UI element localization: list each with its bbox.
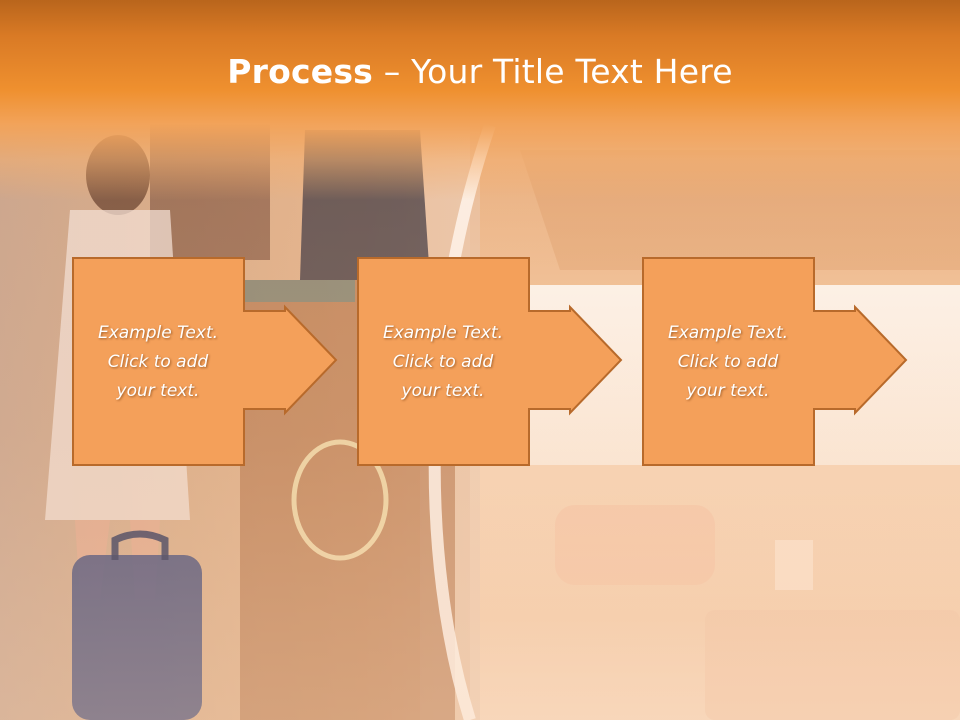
- step-text[interactable]: Example Text. Click to add your text.: [72, 319, 244, 406]
- step-line: your text.: [116, 381, 200, 401]
- step-text[interactable]: Example Text. Click to add your text.: [357, 319, 529, 406]
- step-line: your text.: [686, 381, 770, 401]
- title-rest-part: – Your Title Text Here: [373, 52, 733, 91]
- step-line: Click to add: [677, 352, 779, 372]
- step-line: Click to add: [107, 352, 209, 372]
- step-line: Example Text.: [382, 323, 504, 343]
- step-box-arrow: [642, 257, 908, 466]
- title-bold-part: Process: [227, 52, 374, 91]
- step-line: your text.: [401, 381, 485, 401]
- slide-title[interactable]: Process – Your Title Text Here: [0, 52, 960, 91]
- step-text[interactable]: Example Text. Click to add your text.: [642, 319, 814, 406]
- step-line: Example Text.: [667, 323, 789, 343]
- title-band: [0, 0, 960, 200]
- step-line: Click to add: [392, 352, 494, 372]
- step-box-arrow: [357, 257, 623, 466]
- step-line: Example Text.: [97, 323, 219, 343]
- step-box-arrow: [72, 257, 338, 466]
